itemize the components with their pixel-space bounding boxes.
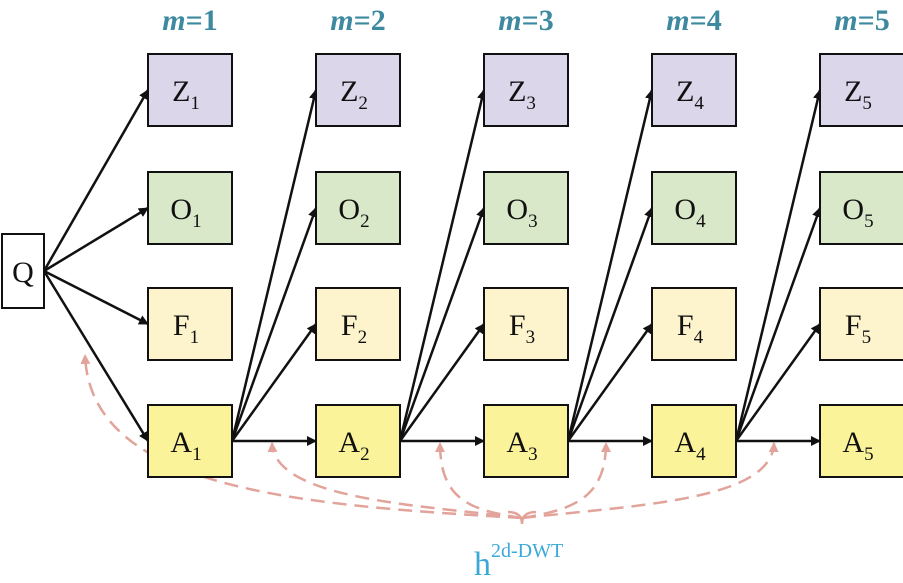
node-label-a5: A5 — [842, 426, 873, 465]
stage-label-2: m=2 — [330, 4, 385, 37]
node-f4 — [651, 287, 737, 361]
node-label-f2: F2 — [341, 309, 367, 348]
source-node-q — [1, 233, 45, 309]
node-label-z4: Z4 — [676, 75, 704, 114]
node-label-o4: O4 — [674, 193, 706, 232]
node-o4 — [651, 171, 737, 245]
nodes-layer — [1, 53, 903, 478]
node-z4 — [651, 53, 737, 127]
node-f2 — [315, 287, 401, 361]
arrow-q-to-f1 — [43, 269, 149, 326]
arrow-q-to-o1 — [43, 206, 149, 273]
stage-label-3: m=3 — [498, 4, 553, 37]
node-a5 — [819, 404, 903, 478]
arrow-a3-to-f4 — [566, 323, 654, 442]
node-f3 — [483, 287, 569, 361]
arrow-a4-to-o5 — [734, 207, 822, 442]
arrow-a3-to-o4 — [566, 207, 654, 442]
node-a4 — [651, 404, 737, 478]
stage-label-1: m=1 — [162, 4, 217, 37]
node-o2 — [315, 171, 401, 245]
node-z3 — [483, 53, 569, 127]
node-label-o3: O3 — [506, 193, 537, 232]
node-label-z2: Z2 — [340, 75, 368, 114]
arrow-a1-to-o2 — [230, 207, 318, 442]
node-label-f3: F3 — [509, 309, 535, 348]
stage-label-5: m=5 — [834, 4, 889, 37]
node-a2 — [315, 404, 401, 478]
node-a3 — [483, 404, 569, 478]
arrow-a1-to-z2 — [230, 89, 319, 442]
arrows-layer — [42, 89, 823, 446]
feedback-curve-to-a4-arrow — [521, 442, 779, 520]
node-z2 — [315, 53, 401, 127]
feedback-dashed-layer — [80, 354, 779, 525]
node-z5 — [819, 53, 903, 127]
node-label-a1: A1 — [170, 426, 201, 465]
arrow-a4-to-z5 — [734, 89, 823, 442]
node-label-a4: A4 — [674, 426, 706, 465]
arrow-a4-to-f5 — [734, 323, 822, 442]
source-node-label: Q — [12, 256, 34, 289]
arrow-q-to-z1 — [42, 89, 150, 272]
arrow-a2-to-o3 — [398, 207, 486, 442]
node-o1 — [147, 171, 233, 245]
node-label-a2: A2 — [338, 426, 369, 465]
node-label-z5: Z5 — [844, 75, 872, 114]
node-f1 — [147, 287, 233, 361]
node-label-a3: A3 — [506, 426, 537, 465]
feedback-curve-to-a1-arrow — [267, 442, 523, 520]
feedback-curve-to-q-arrow — [80, 354, 523, 520]
stage-label-4: m=4 — [666, 4, 721, 37]
arrow-a1-to-f2 — [230, 323, 318, 442]
node-label-o1: O1 — [170, 193, 201, 232]
node-o5 — [819, 171, 903, 245]
arrow-q-to-a1 — [42, 270, 150, 442]
node-label-f4: F4 — [677, 309, 704, 348]
node-f5 — [819, 287, 903, 361]
node-label-z3: Z3 — [508, 75, 536, 114]
arrow-a3-to-z4 — [566, 89, 655, 442]
node-a1 — [147, 404, 233, 478]
wavelet-label: h2d-DWT — [474, 540, 563, 583]
node-o3 — [483, 171, 569, 245]
arrow-a2-to-z3 — [398, 89, 487, 442]
node-label-f5: F5 — [845, 309, 871, 348]
node-label-o2: O2 — [338, 193, 369, 232]
node-z1 — [147, 53, 233, 127]
node-label-z1: Z1 — [172, 75, 200, 114]
node-label-f1: F1 — [173, 309, 199, 348]
node-label-o5: O5 — [842, 193, 873, 232]
feedback-brace-tip — [507, 510, 537, 525]
arrow-a2-to-f3 — [398, 323, 486, 442]
